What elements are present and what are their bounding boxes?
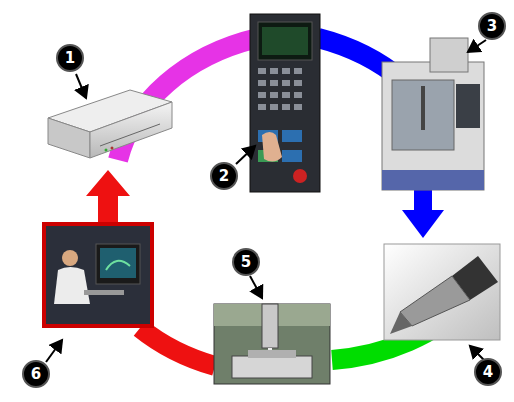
computer-box [48,90,172,158]
leader-lines [46,40,486,362]
callout-number: 2 [219,169,229,184]
machining-center [382,38,484,190]
callout-number: 6 [31,367,41,382]
callout-circle: 1 [56,44,84,72]
callout-number: 1 [65,51,75,66]
cutting-tool [384,244,500,340]
control-panel [250,14,320,192]
callout-number: 3 [487,19,497,34]
callout-circle: 3 [478,12,506,40]
callout-circle: 4 [474,358,502,386]
cad-operator [44,224,152,326]
callout-circle: 6 [22,360,50,388]
red-arc [140,328,215,366]
callout-number: 5 [241,255,251,270]
callout-circle: 2 [210,162,238,190]
blue-arrow [402,188,444,238]
callout-circle: 5 [232,248,260,276]
red-arrow [86,170,130,222]
callout-number: 4 [483,365,493,380]
machining-scene [214,304,330,384]
